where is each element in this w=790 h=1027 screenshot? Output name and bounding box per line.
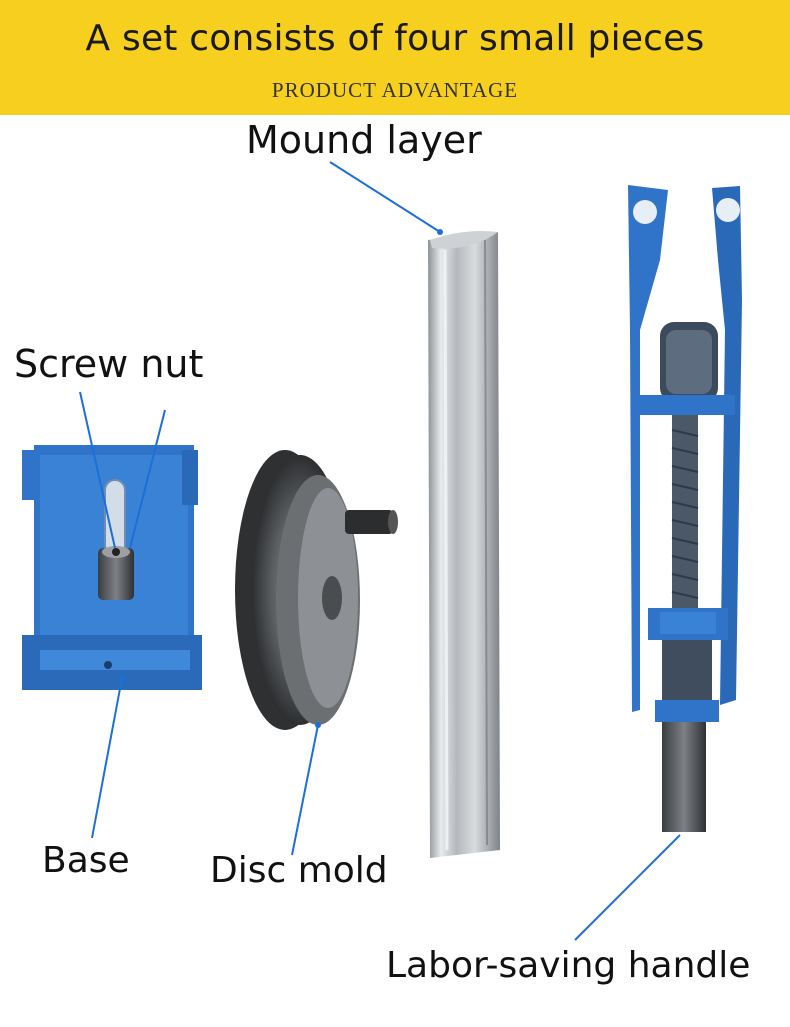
disc-mold-part — [235, 450, 398, 730]
screw-nut-label: Screw nut — [14, 342, 204, 386]
mound-layer-label: Mound layer — [246, 118, 482, 162]
mound-layer-part — [428, 231, 500, 858]
base-label: Base — [42, 840, 130, 881]
banner-subtitle: PRODUCT ADVANTAGE — [271, 78, 519, 102]
disc-mold-label: Disc mold — [210, 850, 388, 891]
header-banner: A set consists of four small pieces PROD… — [0, 0, 790, 115]
handle-part — [628, 185, 742, 832]
banner-title: A set consists of four small pieces — [85, 18, 705, 59]
pointer-lines — [79, 161, 681, 941]
handle-label: Labor-saving handle — [386, 945, 751, 986]
base-part — [22, 445, 202, 690]
